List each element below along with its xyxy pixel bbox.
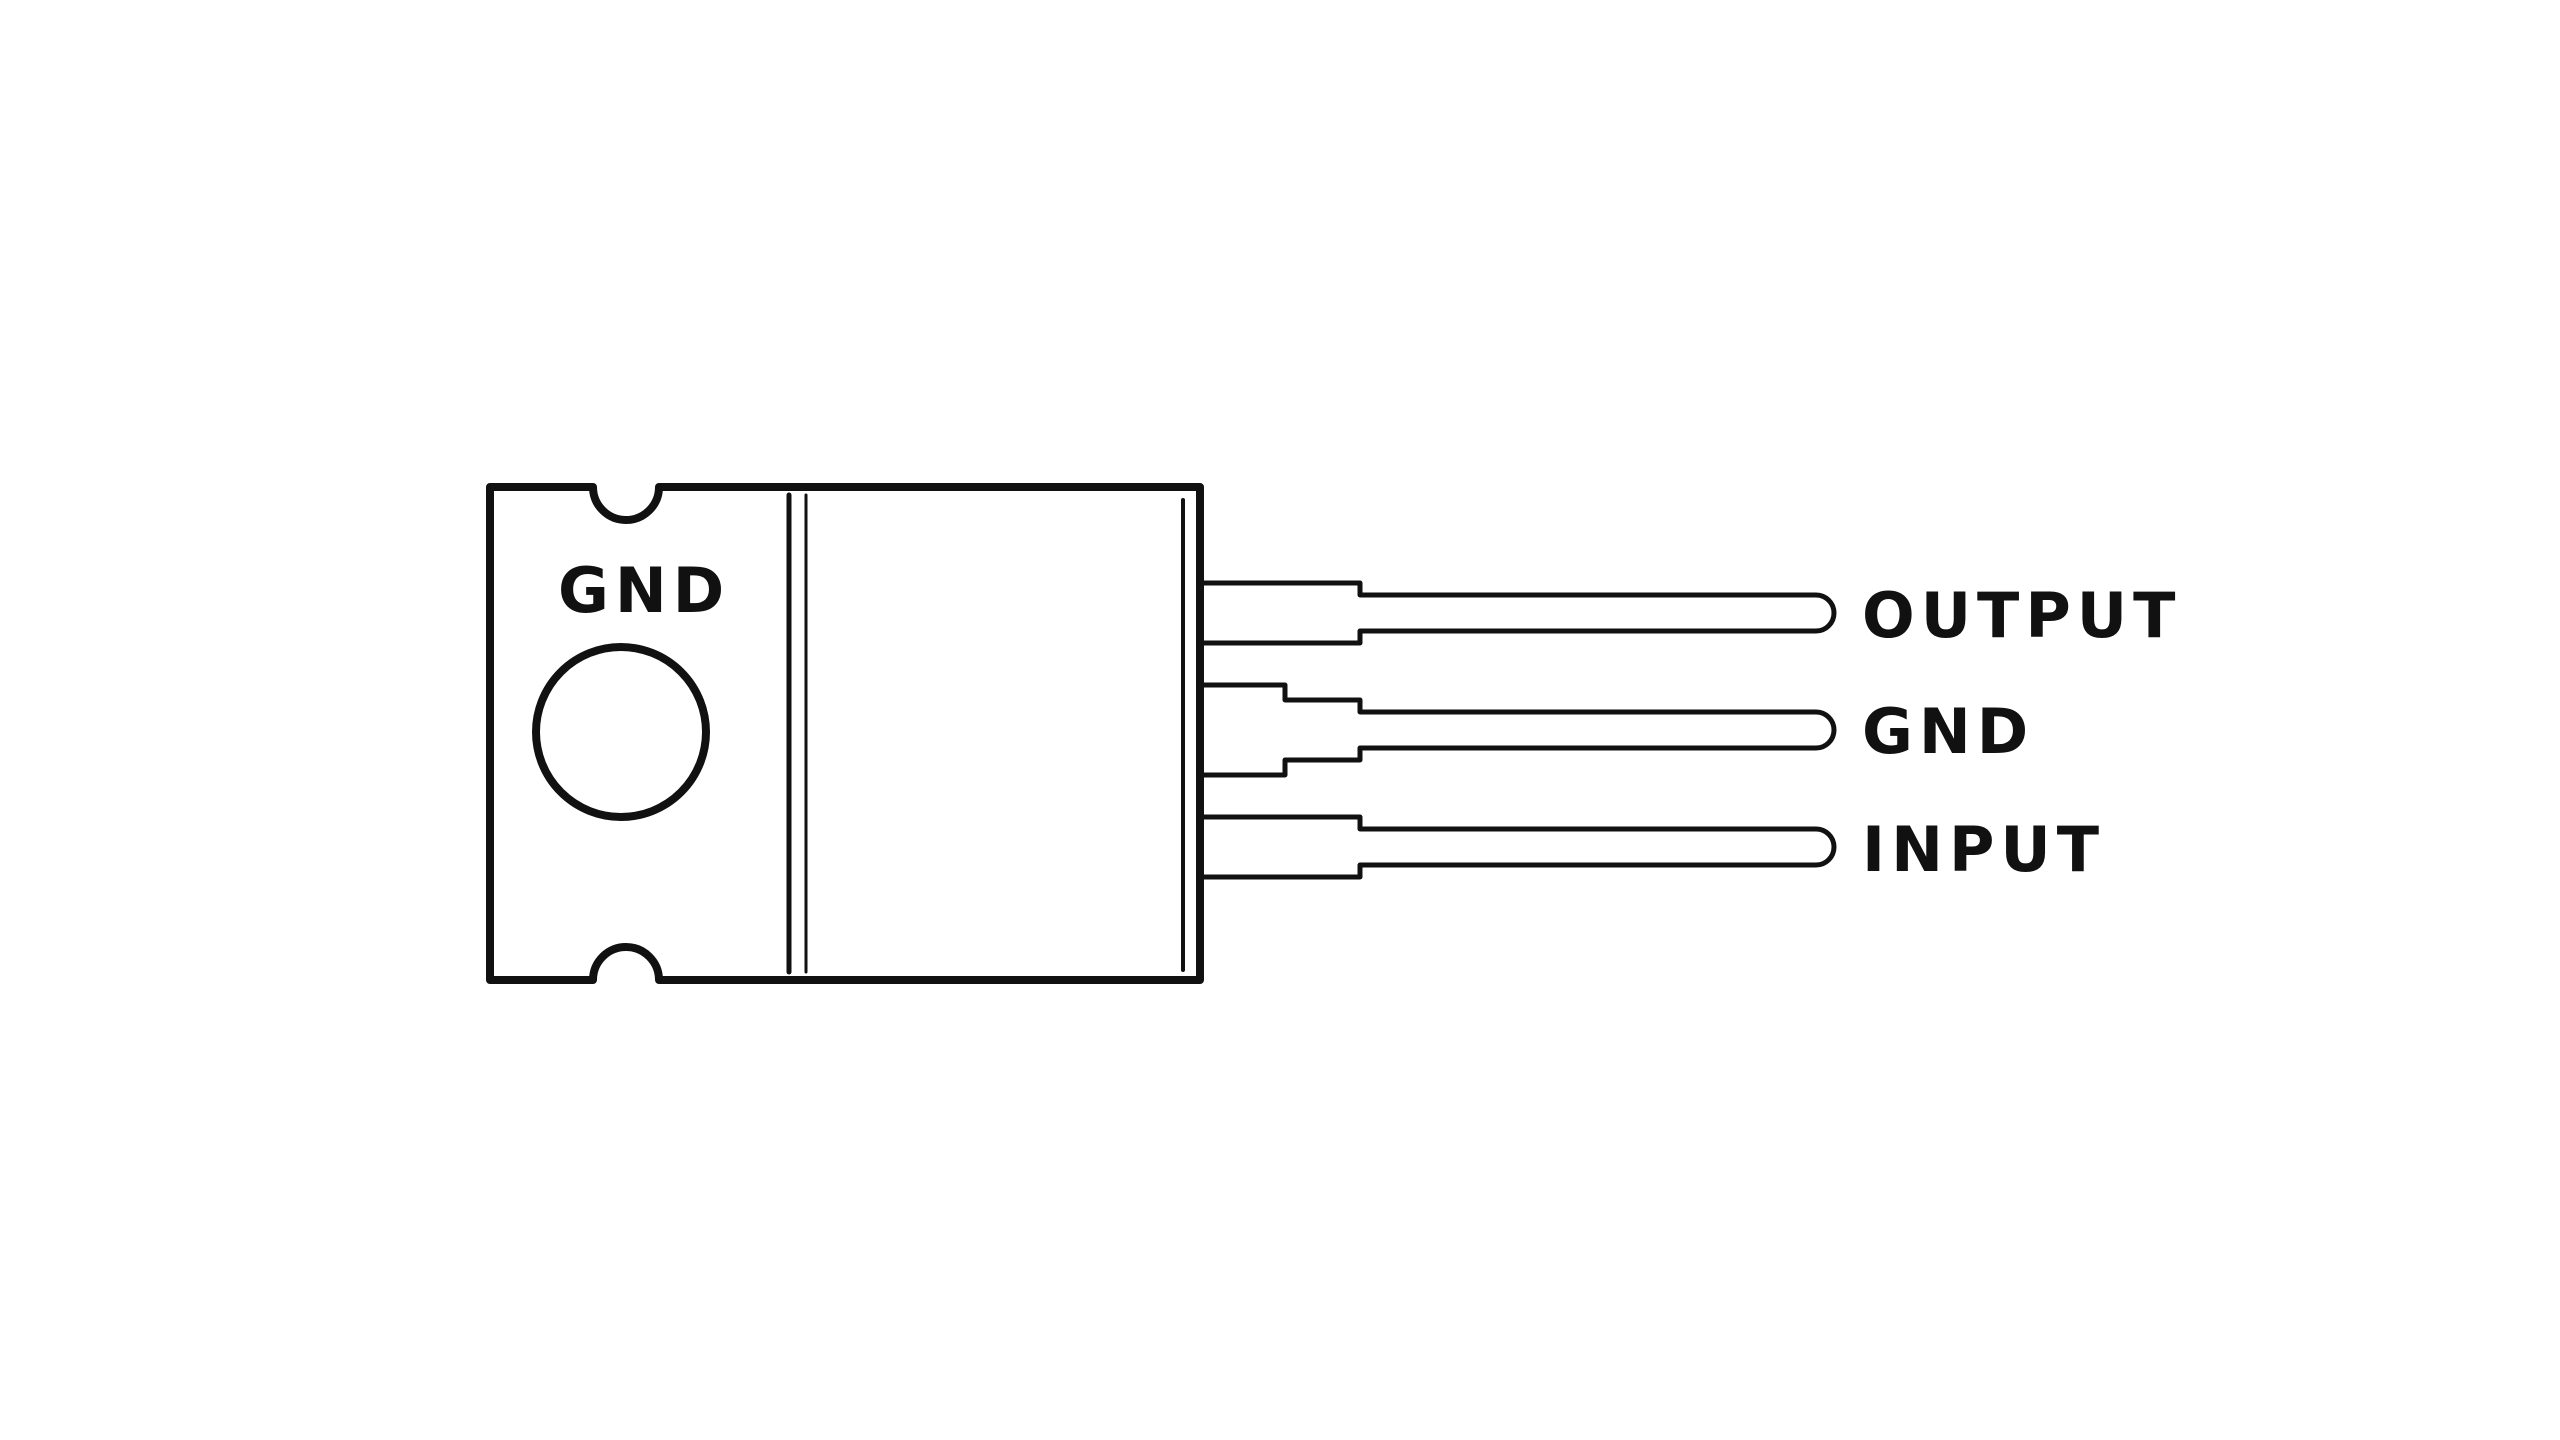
- pin-output-lead: [1197, 580, 1837, 646]
- tab-label-gnd: GND: [558, 554, 730, 627]
- pin-output-label: OUTPUT: [1862, 579, 2181, 652]
- pin-gnd-lead: [1197, 682, 1837, 778]
- mounting-hole: [532, 643, 710, 821]
- pin-input-lead: [1197, 814, 1837, 880]
- pin-input-label: INPUT: [1862, 813, 2105, 886]
- package-outline: [486, 483, 1204, 984]
- pin-gnd-label: GND: [1862, 695, 2034, 768]
